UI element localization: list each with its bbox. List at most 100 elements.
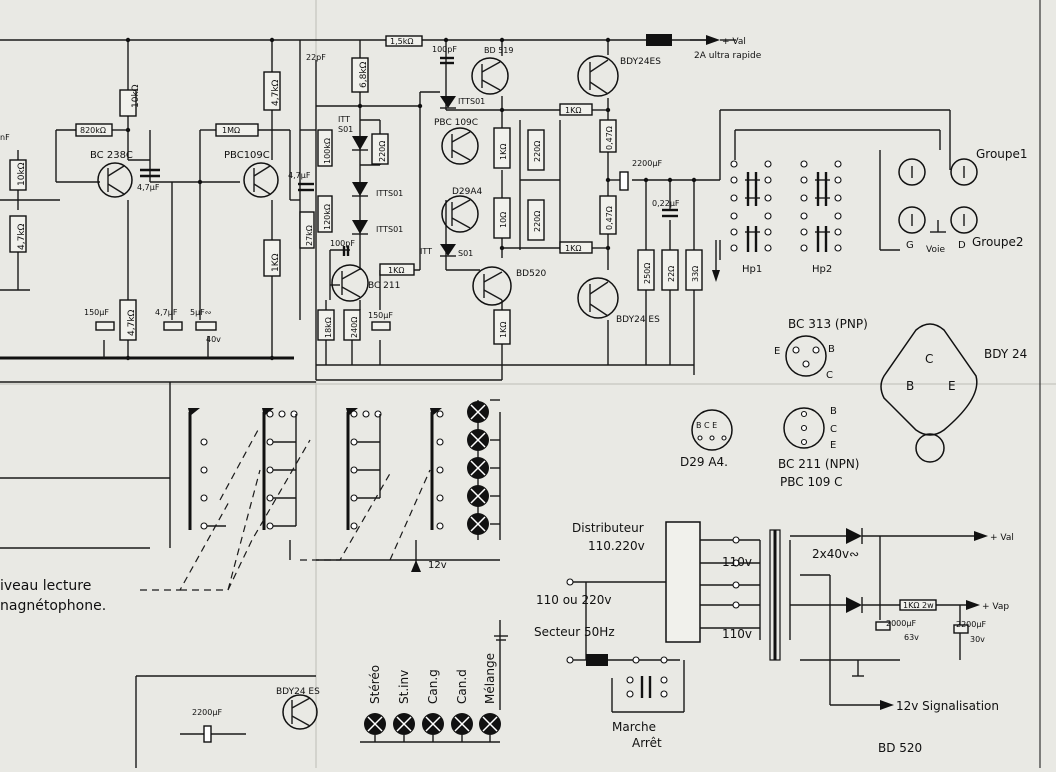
resistor-100k	[317, 129, 333, 167]
speaker-jack-group2-right[interactable]	[950, 206, 978, 234]
label-r-1k-c: 1KΩ	[499, 144, 508, 160]
label-bdy24-b: B	[906, 379, 914, 393]
label-output-note: 2A ultra rapide	[694, 51, 762, 61]
speaker-jack-group1-right[interactable]	[950, 158, 978, 186]
label-r-120k: 120kΩ	[323, 204, 332, 230]
label-niveau-line2: nagnétophone.	[0, 598, 106, 614]
label-r-820k: 820kΩ	[80, 126, 106, 135]
resistor-1k-2w	[899, 599, 937, 611]
resistor-4k7-top	[263, 71, 281, 111]
rotary-switch-2[interactable]	[262, 408, 298, 530]
label-bdy24es-a: BDY24ES	[620, 57, 661, 67]
label-hp1: Hp1	[742, 264, 762, 275]
switch-hp2[interactable]: Hp2	[800, 160, 842, 275]
label-mains-choice: 110 ou 220v	[536, 593, 612, 607]
power-switch[interactable]	[626, 676, 668, 698]
label-niveau-line1: iveau lecture	[0, 578, 91, 594]
resistor-047-b	[599, 195, 617, 235]
label-r-10: 10Ω	[499, 212, 508, 228]
capacitor-2200u-output	[619, 171, 629, 191]
label-bc238c: BC 238C	[90, 150, 133, 161]
capacitor-2000u	[875, 621, 891, 631]
label-vap: + Vap	[982, 602, 1009, 612]
label-r-6k8: 6,8kΩ	[359, 61, 369, 88]
label-d-itt-a2: S01	[338, 125, 353, 134]
label-c-150u-a: 150μF	[84, 308, 109, 317]
resistor-220-a	[527, 129, 545, 171]
label-r-10k: 10kΩ	[131, 84, 141, 108]
label-r-240: 240Ω	[350, 317, 359, 338]
label-c-2000u: 2000μF	[886, 619, 916, 628]
label-c-5u: 5μF∾	[190, 308, 211, 317]
speaker-jack-group1-left[interactable]	[898, 158, 926, 186]
label-output-val: + Val	[722, 37, 746, 47]
speaker-section: Hp1 Hp2 Groupe1 Groupe2 G Voie	[719, 109, 1028, 275]
rotary-switch-1[interactable]	[188, 408, 226, 530]
resistor-27k	[299, 211, 315, 249]
label-bc211: BC 211	[368, 281, 400, 291]
resistor-33	[685, 249, 703, 291]
resistor-820k	[75, 123, 113, 137]
label-d29a4: D29A4	[452, 187, 483, 197]
label-r-220-b: 220Ω	[533, 211, 542, 232]
bdy24-package	[880, 323, 978, 436]
transistor-pbc109c	[243, 162, 279, 198]
resistor-120k	[317, 195, 333, 233]
label-signalisation: 12v Signalisation	[896, 699, 999, 713]
power-supply-section: Distributeur 110.220v 110v 110v + Val 2x…	[534, 521, 1014, 755]
label-c-150u-b: 150μF	[368, 311, 393, 320]
d29a4-package	[691, 409, 733, 451]
label-c-022u: 0,22μF	[652, 199, 680, 208]
resistor-10k-left	[9, 159, 27, 191]
label-r-18k: 18kΩ	[324, 317, 333, 338]
pinout-section: BC 313 (PNP) E B C C B E BDY 24 B C E D2…	[680, 317, 1027, 489]
resistor-1k-e	[559, 103, 593, 116]
label-r-220-a: 220Ω	[533, 141, 542, 162]
label-marche: Marche	[612, 720, 656, 734]
label-d-itt-a: ITT	[338, 115, 350, 124]
fuse-mains	[586, 654, 608, 666]
fuse-output	[646, 34, 672, 46]
label-r-1m: 1MΩ	[222, 126, 240, 135]
diode-itt-a	[352, 136, 368, 150]
label-hp2: Hp2	[812, 264, 832, 275]
label-bc313-e: E	[774, 346, 780, 357]
label-r-220-diode: 220Ω	[378, 141, 387, 162]
label-groupe2: Groupe2	[972, 235, 1024, 249]
label-distributeur: Distributeur	[572, 521, 644, 535]
transistor-bc238c	[97, 162, 133, 198]
label-arret: Arrêt	[632, 736, 662, 750]
switch-hp1[interactable]: Hp1	[730, 160, 772, 275]
speaker-jack-group2-left[interactable]	[898, 206, 926, 234]
label-bc211-e: E	[830, 440, 836, 451]
bc313-package	[785, 335, 827, 377]
label-voie: Voie	[926, 245, 945, 255]
label-c-22pf: 22pF	[306, 53, 326, 62]
transistor-bdy24es-bottom	[577, 277, 619, 319]
label-d-itt-b: ITT	[420, 247, 432, 256]
label-d-itt-b2: S01	[458, 249, 473, 258]
label-bdy24es-b: BDY24 ES	[616, 315, 660, 325]
label-pbc109c-b: PBC 109C	[434, 118, 478, 128]
capacitor-2200u-bottom	[203, 725, 212, 743]
label-c-4u7-a: 4,7μF	[137, 183, 160, 192]
label-pbc109c-a: PBC109C	[224, 150, 270, 161]
label-c-2200u-out: 2200μF	[632, 159, 662, 168]
resistor-1m	[215, 123, 259, 137]
diode-itts01-b	[352, 220, 368, 234]
voltage-selector-box[interactable]	[665, 521, 701, 643]
rotary-switch-4[interactable]	[430, 408, 444, 530]
label-bdy24-e: E	[948, 379, 956, 393]
rotary-switch-3[interactable]	[346, 408, 382, 530]
label-r-1k-f: 1KΩ	[565, 244, 581, 253]
label-r-27k: 27kΩ	[305, 225, 314, 246]
resistor-1k-left	[263, 239, 281, 277]
preamp-section: 10kΩ 820kΩ 10kΩ 4,7kΩ 4,7kΩ 1MΩ 1KΩ 4,7k…	[0, 37, 300, 361]
label-r-1k-d: 1KΩ	[499, 322, 508, 338]
label-bc211-b: B	[830, 406, 837, 417]
transistor-bdy24es-bottom2	[282, 694, 318, 730]
label-bc313-title: BC 313 (PNP)	[788, 317, 868, 331]
capacitor-4u7-b	[163, 321, 183, 331]
label-r-047-a: 0,47Ω	[605, 126, 614, 150]
